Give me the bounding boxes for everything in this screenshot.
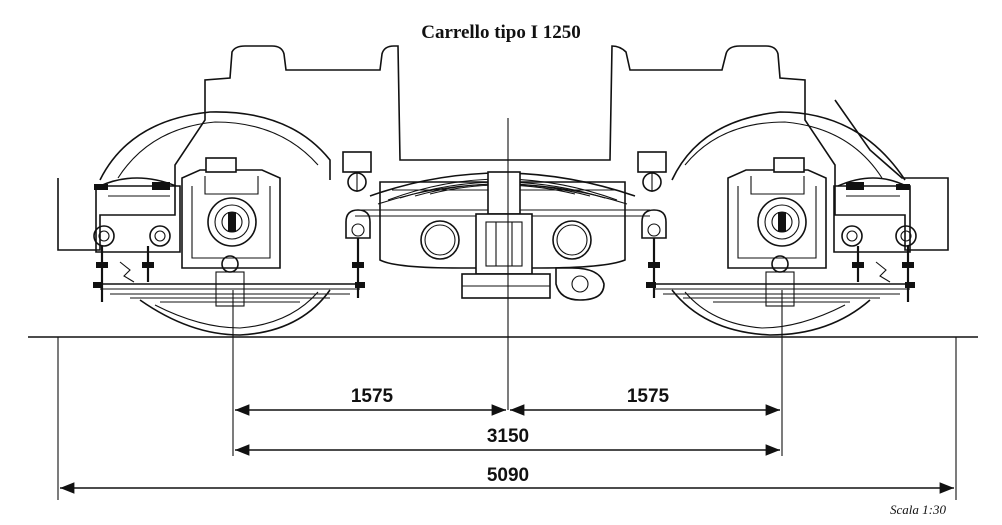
dimension-half-right: 1575 <box>510 386 780 416</box>
dimension-overall: 5090 <box>60 465 954 494</box>
drawing-title: Carrello tipo I 1250 <box>421 22 581 43</box>
dimension-half-right-label: 1575 <box>627 386 670 407</box>
axle-leaf-spring-right <box>646 282 915 303</box>
damper-left <box>93 177 181 253</box>
bolster-hole-right <box>552 220 592 260</box>
hanger-right <box>637 151 667 192</box>
axlebox-left <box>181 157 281 307</box>
dimension-overall-label: 5090 <box>487 465 529 486</box>
right-wheel-outline <box>671 111 906 181</box>
dimension-half-left: 1575 <box>235 386 506 416</box>
axle-leaf-spring-left <box>93 282 365 303</box>
dimension-wheelbase: 3150 <box>235 426 780 456</box>
left-wheel-outline <box>99 111 331 181</box>
bolster <box>379 181 626 269</box>
hanger-left <box>342 151 372 192</box>
dimension-half-left-label: 1575 <box>351 386 394 407</box>
bogie-illustration <box>57 45 949 410</box>
dimension-wheelbase-label: 3150 <box>487 426 529 447</box>
bolster-hole-left <box>420 220 460 260</box>
damper-right <box>833 177 917 253</box>
outer-link-left <box>96 246 154 302</box>
axlebox-right <box>727 157 827 307</box>
extension-lines <box>57 290 957 500</box>
scale-note: Scala 1:30 <box>890 502 946 517</box>
outer-link-right <box>852 246 914 302</box>
frame-outline <box>57 45 949 251</box>
